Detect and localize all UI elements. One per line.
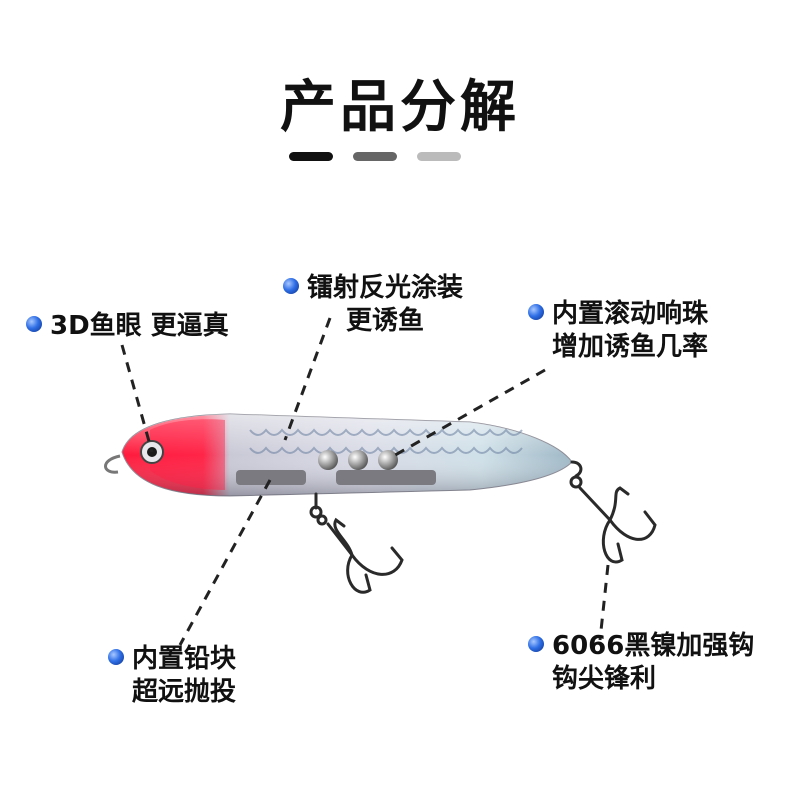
bullet-dot-icon <box>528 635 544 652</box>
callout-beads-line2: 增加诱鱼几率 <box>552 332 709 362</box>
callout-coating-line1: 镭射反光涂装 <box>307 273 464 303</box>
callout-coating-line2: 更诱鱼 <box>346 306 425 336</box>
indicator-bar-1 <box>289 152 333 161</box>
section-indicator <box>289 152 461 161</box>
leader-hooks <box>598 564 610 641</box>
callout-lead-line1: 内置铅块 <box>132 644 237 674</box>
leader-eye <box>120 344 154 453</box>
bullet-dot-icon <box>283 277 299 294</box>
belly-treble-hook <box>309 492 404 594</box>
callout-hooks: 6066黑镍加强钩 钩尖锋利 <box>528 630 754 696</box>
line-tie <box>104 454 121 474</box>
leader-lead <box>178 479 272 646</box>
indicator-bar-3 <box>417 152 461 161</box>
callout-eye: 3D鱼眼 更逼真 <box>26 310 229 343</box>
bullet-dot-icon <box>108 648 124 665</box>
callout-beads-line1: 内置滚动响珠 <box>552 299 709 329</box>
callout-eye-text: 3D鱼眼 更逼真 <box>50 311 229 341</box>
bullet-dot-icon <box>528 303 544 320</box>
leader-beads <box>389 368 546 460</box>
tail-treble-hook <box>569 460 657 564</box>
rattle-bead-1 <box>318 450 338 470</box>
rattle-bead-2 <box>348 450 368 470</box>
callout-hooks-line1: 6066黑镍加强钩 <box>552 631 755 661</box>
bullet-dot-icon <box>26 315 42 332</box>
callout-beads: 内置滚动响珠 增加诱鱼几率 <box>528 298 708 364</box>
callout-lead-line2: 超远抛投 <box>132 677 237 707</box>
lead-weight <box>236 470 306 485</box>
callout-coating: 镭射反光涂装 更诱鱼 <box>283 272 463 338</box>
indicator-bar-2 <box>353 152 397 161</box>
leader-lines <box>120 317 610 646</box>
page-title: 产品分解 <box>280 75 520 140</box>
rattle-bead-3 <box>378 450 398 470</box>
leader-coating <box>283 317 332 441</box>
rear-weight <box>336 470 436 485</box>
callout-hooks-line2: 钩尖锋利 <box>552 664 657 694</box>
callout-lead: 内置铅块 超远抛投 <box>108 643 236 709</box>
